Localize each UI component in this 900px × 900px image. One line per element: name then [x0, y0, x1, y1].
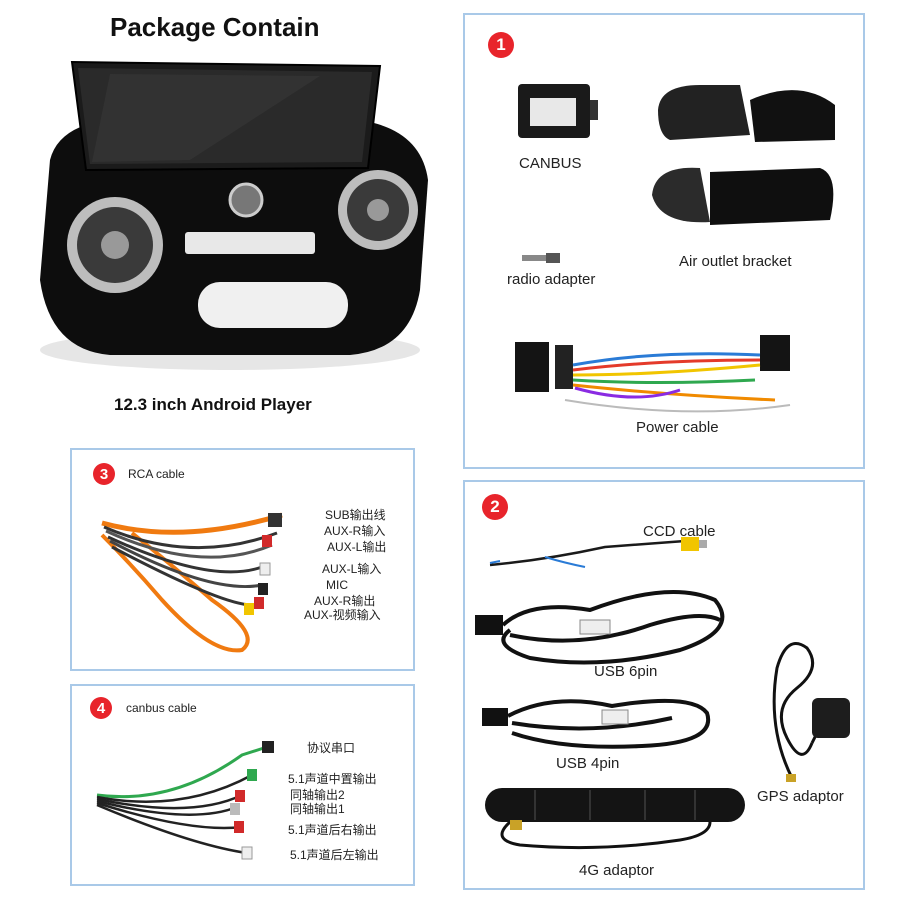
- canbus-label-center-output: 5.1声道中置输出: [288, 772, 377, 786]
- radio-adapter-image: [522, 253, 560, 263]
- canbus-box-image: [518, 84, 598, 138]
- 4g-adaptor-label: 4G adaptor: [579, 862, 655, 879]
- power-cable-image: [515, 335, 791, 413]
- panel-number-badge: 2: [482, 494, 508, 520]
- radio-adapter-label: radio adapter: [507, 271, 596, 288]
- canbus-label-coaxial-1: 同轴输出1: [290, 802, 345, 816]
- canbus-label: CANBUS: [519, 155, 582, 172]
- panel-canbus-cable: [70, 684, 415, 886]
- canbus-label-rear-left-output: 5.1声道后左输出: [290, 848, 379, 862]
- android-player-image: [40, 60, 428, 370]
- page-title: Package Contain: [110, 12, 320, 42]
- power-cable-label: Power cable: [636, 419, 719, 436]
- canbus-label-rear-right-output: 5.1声道后右输出: [288, 823, 377, 837]
- rca-label-aux-r-input: AUX-R输入: [324, 524, 386, 538]
- rca-label-aux-video-input: AUX-视频输入: [304, 608, 381, 622]
- usb-6pin-label: USB 6pin: [594, 663, 658, 680]
- rca-label-aux-l-input: AUX-L输入: [322, 562, 382, 576]
- air-outlet-bracket-image: [652, 85, 835, 225]
- rca-label-aux-r-output: AUX-R输出: [314, 594, 376, 608]
- panel-number-badge: 3: [93, 463, 115, 485]
- canbus-cable-image: [96, 741, 274, 860]
- player-caption: 12.3 inch Android Player: [114, 395, 312, 414]
- panel-number-badge: 4: [90, 697, 112, 719]
- ccd-cable-image: [489, 537, 707, 568]
- rca-label-mic: MIC: [326, 578, 348, 592]
- rca-label-sub-output: SUB输出线: [325, 508, 386, 522]
- gps-adaptor-image: [772, 642, 850, 782]
- panel-number-badge: 1: [488, 32, 514, 58]
- usb-6pin-cable-image: [475, 590, 725, 665]
- canbus-label-coaxial-2: 同轴输出2: [290, 788, 345, 802]
- ccd-cable-label: CCD cable: [643, 523, 716, 540]
- canbus-cable-title: canbus cable: [126, 701, 197, 715]
- gps-adaptor-label: GPS adaptor: [757, 788, 844, 805]
- rca-cable-title: RCA cable: [128, 467, 185, 481]
- usb-4pin-cable-image: [482, 698, 711, 749]
- canbus-label-protocol-port: 协议串口: [307, 741, 356, 755]
- air-outlet-bracket-label: Air outlet bracket: [679, 253, 792, 270]
- usb-4pin-label: USB 4pin: [556, 755, 620, 772]
- rca-label-aux-l-output: AUX-L输出: [327, 540, 387, 554]
- 4g-adaptor-image: [485, 788, 745, 850]
- rca-cable-image: [100, 512, 283, 653]
